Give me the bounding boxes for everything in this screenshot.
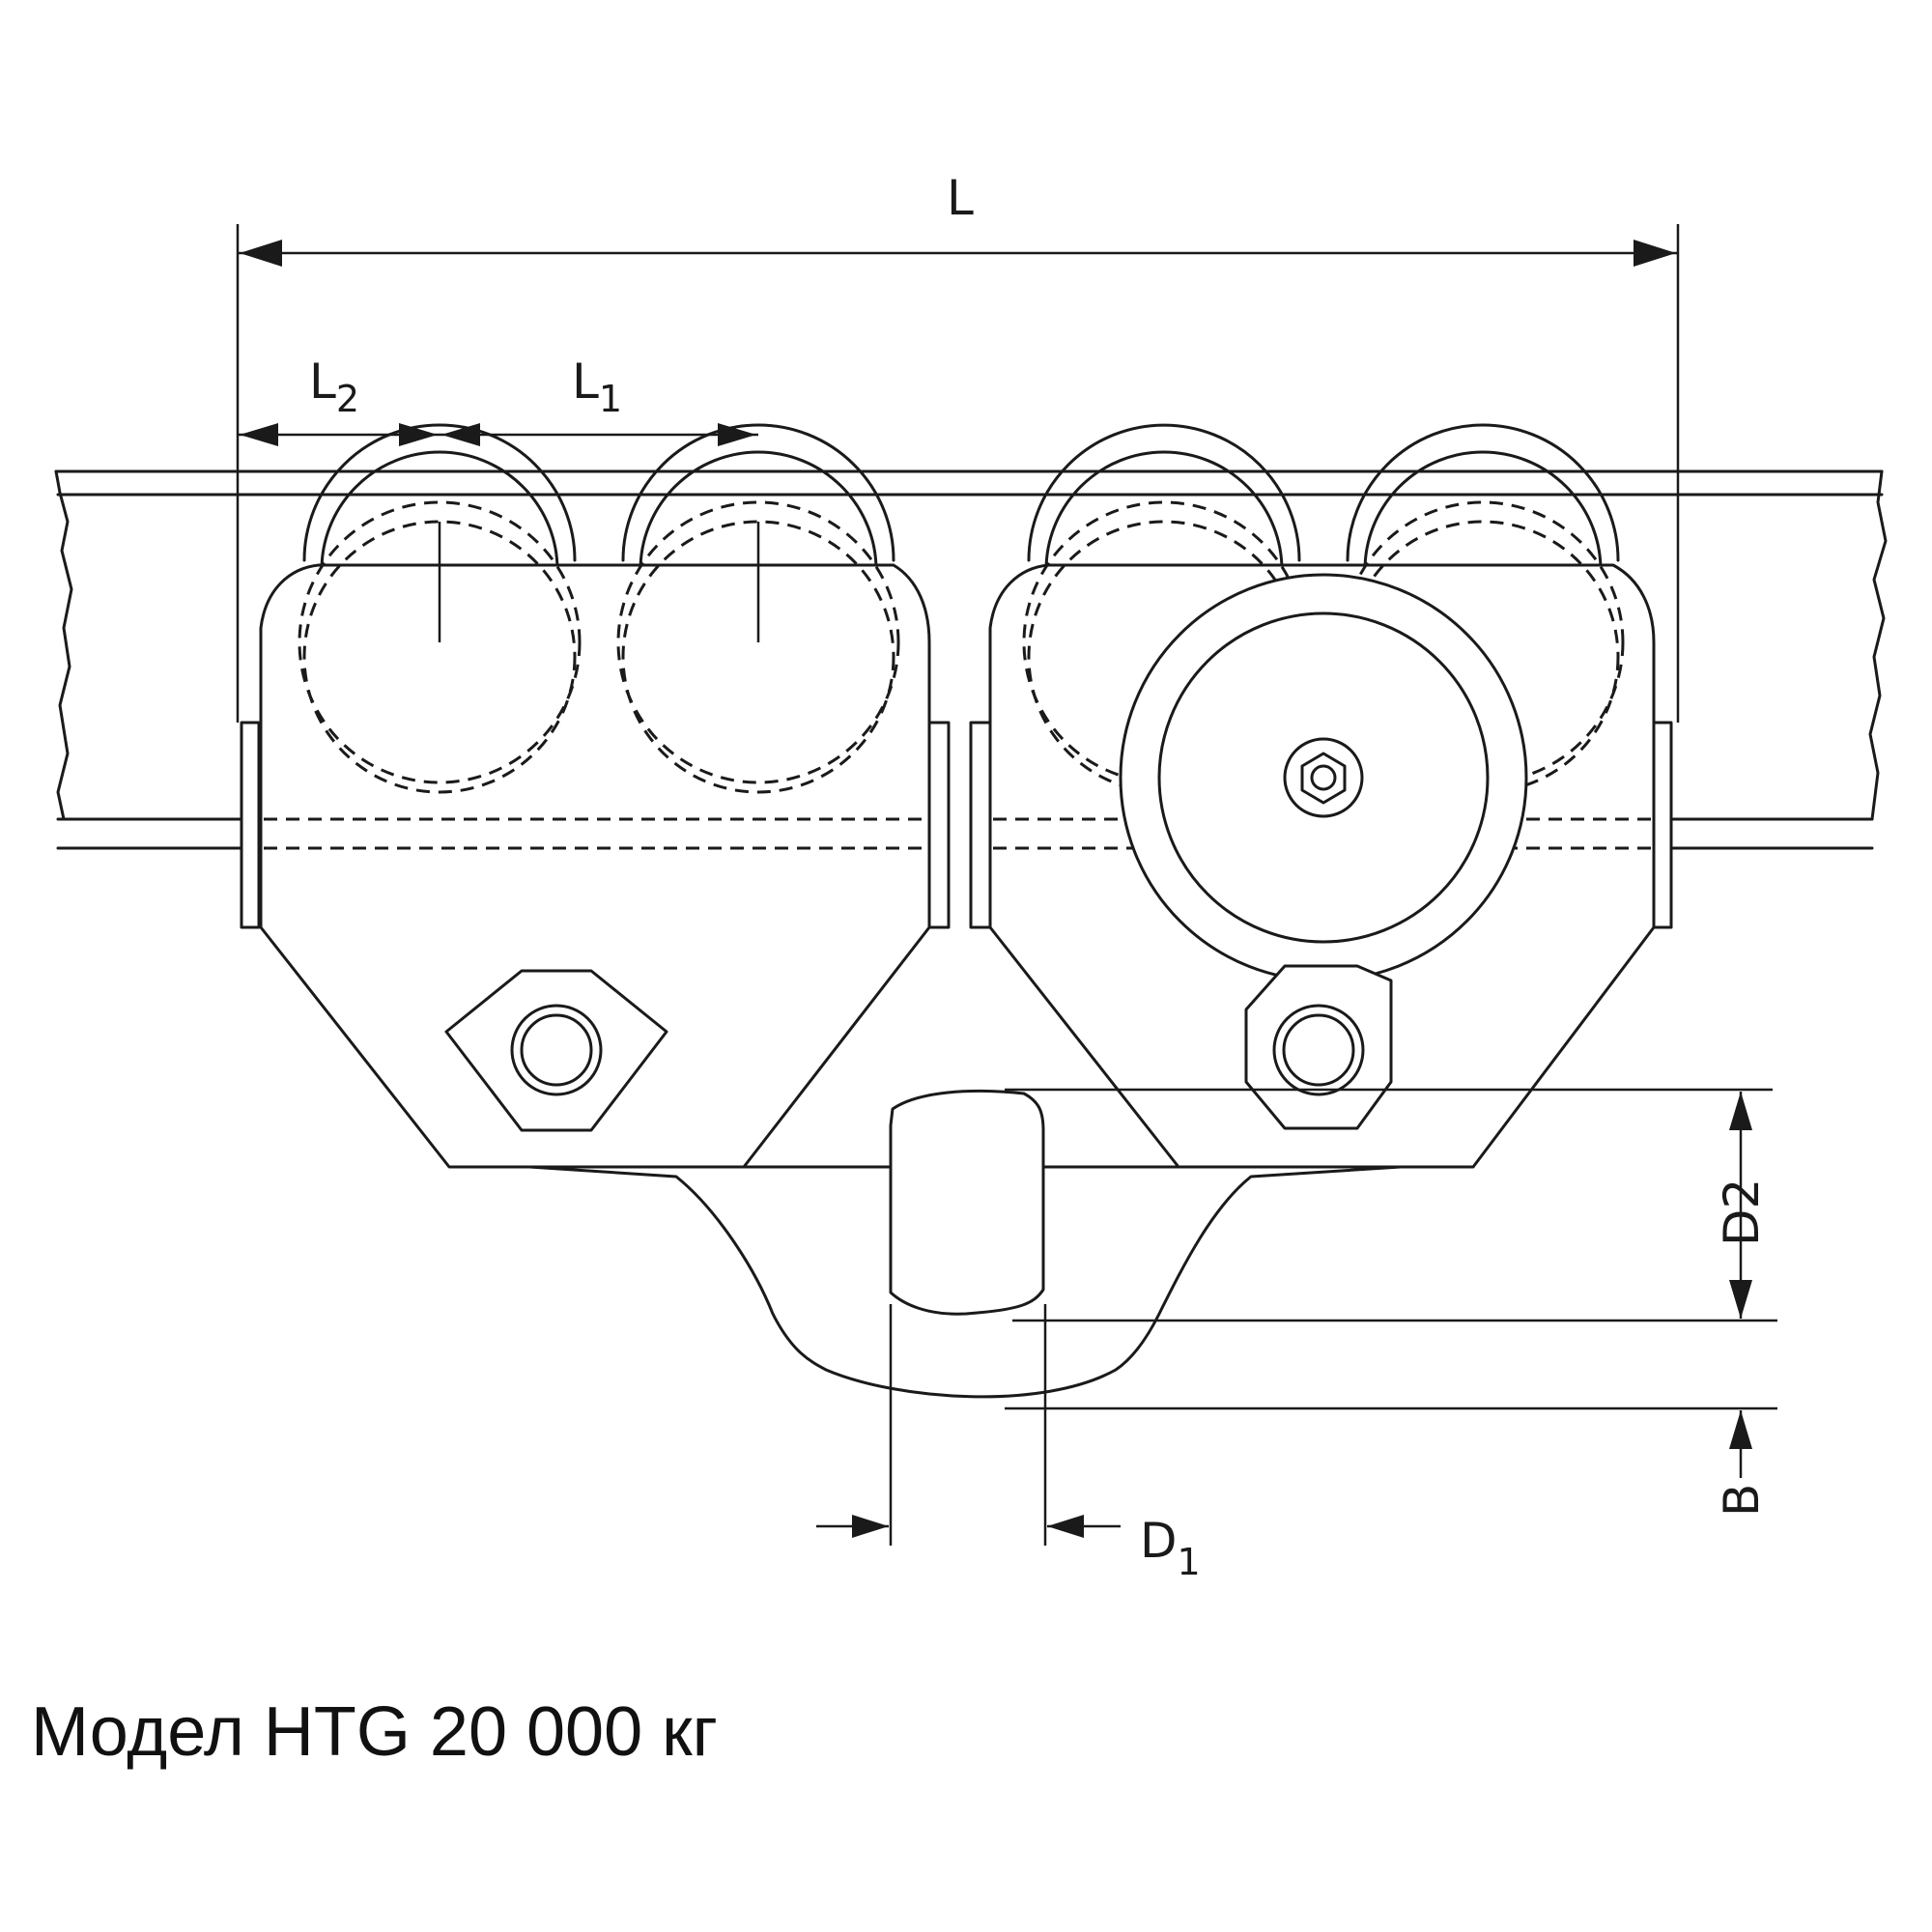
label-D1: D1 <box>1140 1513 1201 1583</box>
hex-nut-right <box>1244 964 1393 1130</box>
dimension-D2-B: D2 B <box>1005 1088 1777 1517</box>
label-L: L <box>947 170 974 226</box>
dimension-L1: L1 <box>440 354 758 446</box>
wheel-arcs <box>302 423 1620 572</box>
dimension-L: L <box>236 170 1680 723</box>
label-B: B <box>1714 1484 1770 1517</box>
guide-plates <box>240 721 1673 929</box>
label-D2: D2 <box>1714 1179 1770 1246</box>
drive-wheel <box>1119 573 1528 982</box>
label-L1: L1 <box>572 354 622 420</box>
model-caption: Модел HTG 20 000 кг <box>31 1693 718 1771</box>
left-side-plate <box>242 500 932 1169</box>
dimension-L2: L2 <box>238 354 440 446</box>
right-side-plate <box>971 500 1662 1169</box>
hex-nut-left <box>444 969 668 1132</box>
dimension-D1: D1 <box>816 1304 1201 1583</box>
load-hanger <box>527 1089 1403 1399</box>
beam <box>54 469 1888 850</box>
label-L2: L2 <box>309 354 359 420</box>
